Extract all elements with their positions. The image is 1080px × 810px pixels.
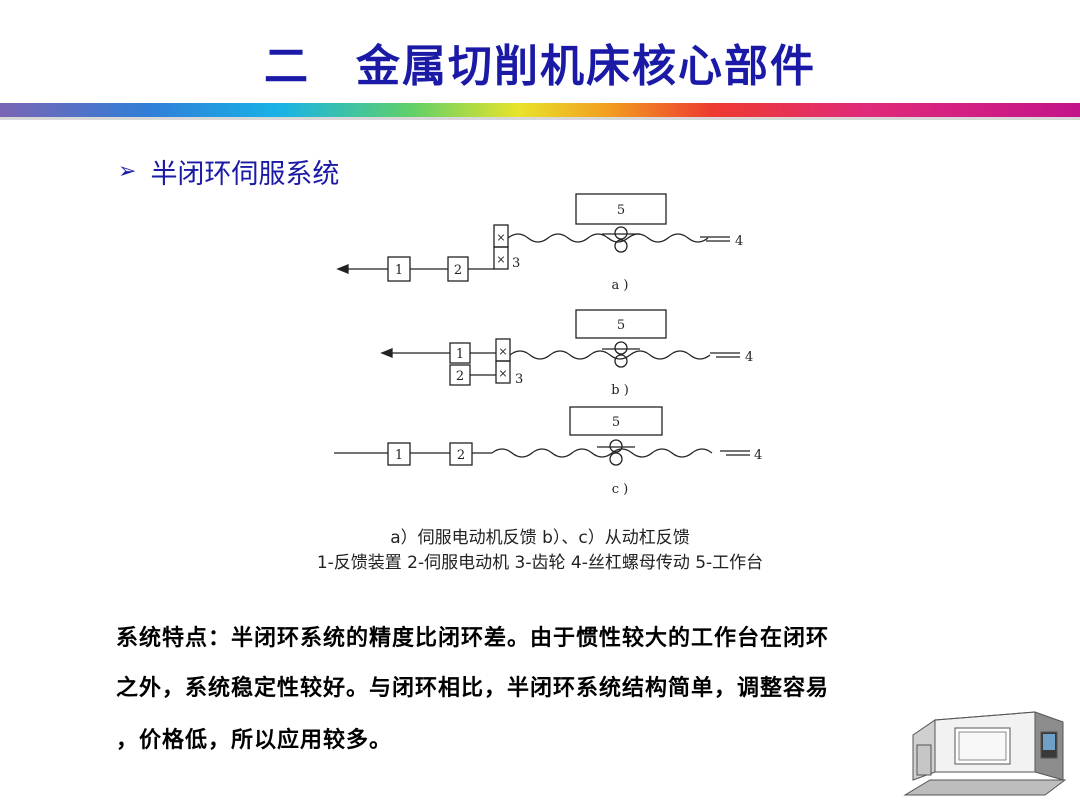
nut-a-bottom — [614, 239, 628, 253]
worktable-label-a: 5 — [617, 203, 625, 218]
gear-box-a — [493, 246, 509, 270]
label-1-c: 1 — [395, 448, 403, 463]
label-1-a: 1 — [395, 263, 403, 278]
bullet-item: ➢ 半闭环伺服系统 — [118, 152, 339, 191]
diagram-c: 5 4 2 1 c ) — [334, 406, 762, 497]
leadscrew-b — [509, 350, 711, 360]
title-divider — [0, 103, 1080, 117]
svg-text:×: × — [496, 253, 505, 266]
worktable-box-b — [575, 309, 667, 339]
semi-closed-loop-diagram: 5 4 × × 3 2 1 a ) 5 4 × × 3 — [334, 193, 762, 497]
label-a: a ) — [612, 278, 629, 293]
svg-text:×: × — [498, 367, 507, 380]
body-text-line3: ，价格低，所以应用较多。 — [116, 728, 393, 753]
body-text-line2: 之外，系统稳定性较好。与闭环相比，半闭环系统结构简单，调整容易 — [116, 676, 830, 701]
diagram-a: 5 4 × × 3 2 1 a ) — [336, 193, 743, 293]
worktable-label-c: 5 — [612, 415, 620, 430]
figure-caption-line1: a）伺服电动机反馈 b）、c）从动杠反馈 — [390, 528, 690, 548]
label-2-a: 2 — [454, 263, 462, 278]
label-1-b: 1 — [456, 347, 464, 362]
label-4-b: 4 — [745, 350, 753, 365]
feedback-box-c — [387, 442, 411, 466]
title-text: 金属切削机床核心部件 — [356, 41, 816, 92]
label-c: c ) — [612, 482, 629, 497]
gear-box-b — [495, 360, 511, 384]
worktable-box-c — [569, 406, 663, 436]
section-number: 二 — [264, 41, 310, 92]
bullet-heading: 半闭环伺服系统 — [150, 159, 340, 190]
motor-box-c — [449, 442, 473, 466]
label-3-b: 3 — [515, 372, 523, 387]
bullet-arrow-icon: ➢ — [118, 159, 137, 184]
svg-text:×: × — [496, 231, 505, 244]
svg-text:×: × — [498, 345, 507, 358]
label-4-a: 4 — [735, 234, 743, 249]
label-2-c: 2 — [457, 448, 465, 463]
cnc-machine-icon — [903, 711, 1067, 796]
worktable-label-b: 5 — [617, 318, 625, 333]
body-text-line1: 系统特点：半闭环系统的精度比闭环差。由于惯性较大的工作台在闭环 — [116, 626, 830, 651]
nut-a-top — [614, 226, 628, 240]
label-2-b: 2 — [456, 369, 464, 384]
page-title: 二金属切削机床核心部件 — [0, 30, 1080, 94]
figure-caption-line2: 1-反馈装置 2-伺服电动机 3-齿轮 4-丝杠螺母传动 5-工作台 — [316, 553, 764, 573]
label-3-a: 3 — [512, 256, 520, 271]
label-4-c: 4 — [754, 448, 762, 463]
leadscrew-a — [507, 233, 709, 243]
diagram-b: 5 4 × × 3 1 2 b ) — [380, 309, 753, 398]
label-b: b ) — [611, 383, 629, 398]
leadscrew-c — [491, 448, 713, 458]
divider-shadow — [0, 117, 1080, 120]
worktable-box-a — [575, 193, 667, 225]
